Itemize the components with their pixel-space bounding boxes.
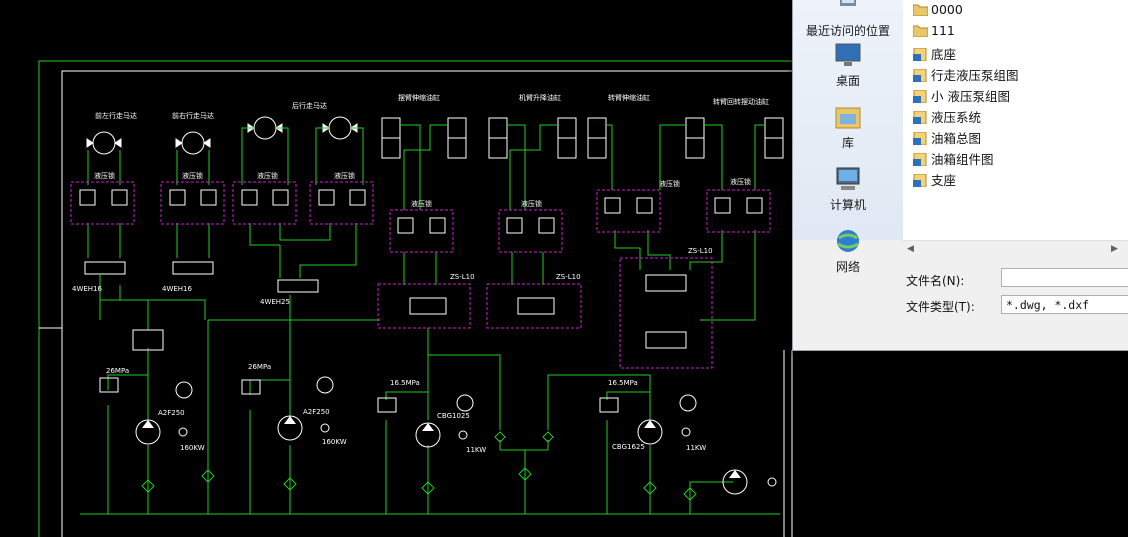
folder-icon xyxy=(913,4,928,16)
drawing-border xyxy=(38,60,792,537)
relief-label-3: 16.5MPa xyxy=(390,379,420,387)
pump-label-3: CBG1025 xyxy=(437,412,470,420)
folder-icon xyxy=(913,25,928,37)
dwg-file-icon xyxy=(913,69,927,82)
valve-cells xyxy=(79,189,777,495)
place-desktop[interactable]: 桌面 xyxy=(793,42,903,89)
file-name: 小 液压泵组图 xyxy=(931,89,1010,104)
title-label-2: 前右行走马达 xyxy=(172,111,214,120)
file-item[interactable]: 油箱总图 xyxy=(913,128,981,148)
desktop-icon xyxy=(835,43,861,66)
valve-label-7: 液压锁 xyxy=(659,179,680,188)
title-label-6: 转臂伸缩油缸 xyxy=(608,93,650,102)
file-item[interactable]: 支座 xyxy=(913,170,956,190)
dwg-file-icon xyxy=(913,174,927,187)
valve-label-5: 液压锁 xyxy=(411,199,432,208)
relief-label-2: 26MPa xyxy=(248,363,271,371)
title-label-5: 机臂升降油缸 xyxy=(519,93,561,102)
zs-label-2: ZS-L10 xyxy=(556,273,581,281)
file-item[interactable]: 底座 xyxy=(913,44,956,64)
horizontal-scrollbar[interactable]: ◀ ▶ xyxy=(903,240,1128,258)
computer-icon xyxy=(836,167,860,190)
file-name: 油箱组件图 xyxy=(931,152,994,167)
scroll-right-arrow-icon[interactable]: ▶ xyxy=(1111,244,1118,254)
file-name: 支座 xyxy=(931,173,957,188)
hydraulic-cylinders xyxy=(381,117,784,159)
place-library-label: 库 xyxy=(841,136,854,150)
relief-label-1: 26MPa xyxy=(106,367,129,375)
valve-label-4: 液压锁 xyxy=(334,171,355,180)
place-network[interactable]: 网络 xyxy=(793,228,903,275)
file-name: 油箱总图 xyxy=(931,131,982,146)
pump-label-1: A2F250 xyxy=(158,409,185,417)
scroll-left-arrow-icon[interactable]: ◀ xyxy=(907,244,914,254)
title-label-7: 转臂回转摆动油缸 xyxy=(713,97,769,106)
file-name: 111 xyxy=(931,23,955,38)
title-label-3: 后行走马达 xyxy=(292,101,327,110)
valve-label-2: 液压锁 xyxy=(182,171,203,180)
pump-label-4: CBG1625 xyxy=(612,443,645,451)
dwg-file-icon xyxy=(913,111,927,124)
file-name: 行走液压泵组图 xyxy=(931,68,1019,83)
file-item[interactable]: 液压系统 xyxy=(913,107,981,127)
dir-valve-label-3: 4WEH25 xyxy=(260,298,290,306)
filename-label: 文件名(N): xyxy=(906,274,965,288)
place-network-label: 网络 xyxy=(835,260,860,274)
dwg-file-icon xyxy=(913,48,927,61)
pump-label-2: A2F250 xyxy=(303,408,330,416)
file-name: 液压系统 xyxy=(931,110,982,125)
place-desktop-label: 桌面 xyxy=(835,74,860,88)
zs-label-1: ZS-L10 xyxy=(450,273,475,281)
library-icon xyxy=(835,107,861,129)
file-item[interactable]: 0000 xyxy=(913,2,963,22)
drawing-inner-frame xyxy=(61,70,793,537)
dwg-file-icon xyxy=(913,132,927,145)
file-item[interactable]: 小 液压泵组图 xyxy=(913,86,1010,106)
dwg-file-icon xyxy=(913,90,927,103)
pump-triangles xyxy=(142,416,741,478)
place-recent-label: 最近访问的位置 xyxy=(805,24,890,38)
relief-label-4: 16.5MPa xyxy=(608,379,638,387)
file-name: 底座 xyxy=(931,47,957,62)
dir-valve-label-1: 4WEH16 xyxy=(72,285,103,293)
file-list[interactable]: 0000 111 底座 行走液压泵组图 小 液压泵组图 液压系统 油箱总图 油箱… xyxy=(903,0,1128,240)
dir-valve-label-2: 4WEH16 xyxy=(162,285,193,293)
valve-label-1: 液压锁 xyxy=(94,171,115,180)
drawing-labels: 前左行走马达 前右行走马达 后行走马达 摆臂伸缩油缸 机臂升降油缸 转臂伸缩油缸… xyxy=(72,93,769,454)
power-label-3: 11KW xyxy=(466,446,486,454)
filetype-label: 文件类型(T): xyxy=(906,300,975,314)
valve-label-3: 液压锁 xyxy=(257,171,278,180)
zs-label-3: ZS-L10 xyxy=(688,247,713,255)
check-valve-blocks xyxy=(70,181,771,369)
power-label-1: 160KW xyxy=(180,444,205,452)
filename-input[interactable] xyxy=(1001,268,1128,287)
place-library[interactable]: 库 xyxy=(793,104,903,151)
places-bar: 最近访问的位置 桌面 库 计算机 网络 xyxy=(793,0,904,274)
dwg-file-icon xyxy=(913,153,927,166)
valve-label-6: 液压锁 xyxy=(521,199,542,208)
recent-places-icon xyxy=(840,0,856,6)
power-label-2: 160KW xyxy=(322,438,347,446)
file-item[interactable]: 行走液压泵组图 xyxy=(913,65,1019,85)
power-label-4: 11KW xyxy=(686,444,706,452)
valve-label-8: 液压锁 xyxy=(730,177,751,186)
place-computer-label: 计算机 xyxy=(829,198,866,212)
network-icon xyxy=(837,230,859,252)
file-item[interactable]: 油箱组件图 xyxy=(913,149,994,169)
place-recent[interactable]: 最近访问的位置 xyxy=(793,0,903,39)
title-label-4: 摆臂伸缩油缸 xyxy=(398,93,440,102)
file-name: 0000 xyxy=(931,2,963,17)
filters xyxy=(141,431,697,501)
file-item[interactable]: 111 xyxy=(913,23,955,43)
title-label-1: 前左行走马达 xyxy=(95,111,137,120)
open-file-dialog: 最近访问的位置 桌面 库 计算机 网络 0 xyxy=(792,0,1128,351)
filetype-select[interactable]: *.dwg, *.dxf xyxy=(1001,295,1128,314)
place-computer[interactable]: 计算机 xyxy=(793,166,903,213)
